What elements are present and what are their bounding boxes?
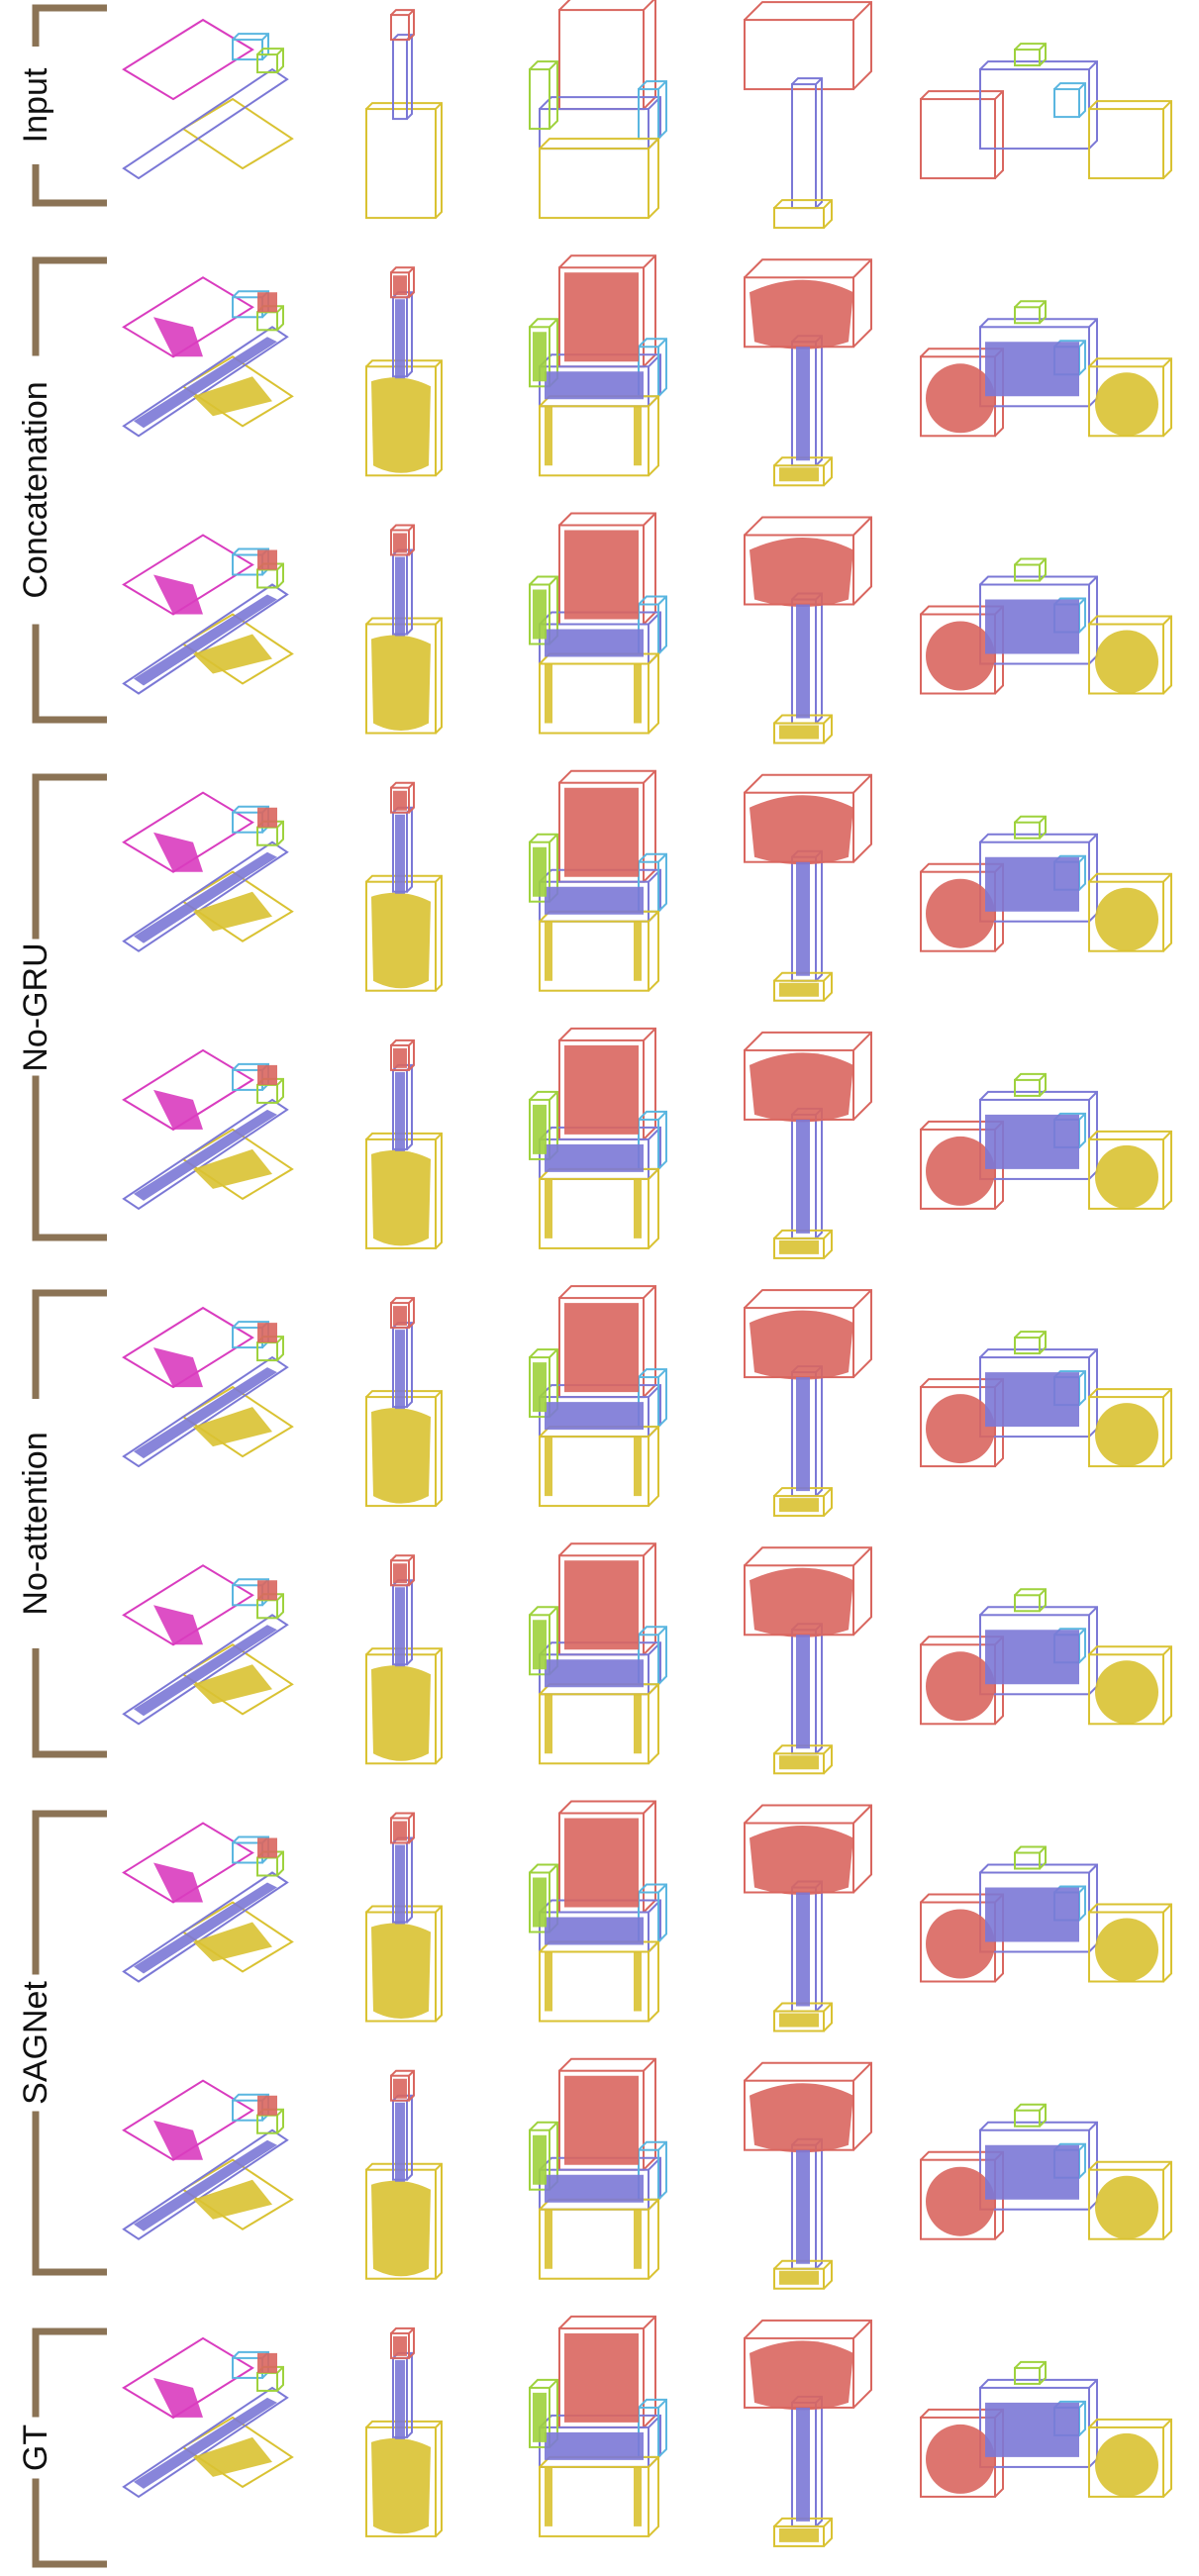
lamp-icon [744,516,872,744]
airplane-icon [122,18,294,180]
airplane-icon [122,276,294,438]
airplane-icon [122,1306,294,1468]
row-label: GT [17,2425,54,2471]
airplane-icon [122,791,294,952]
guitar-icon [365,1297,443,1508]
result-row [122,0,1172,230]
chair-icon [529,1542,667,1765]
row-group-sagnet [14,1810,107,2276]
lamp-icon [744,1546,872,1775]
motorbike-icon [920,2103,1172,2240]
lamp-icon [744,2319,872,2547]
guitar-icon [365,2069,443,2280]
chair-icon [529,2057,667,2280]
airplane-icon [122,1822,294,1983]
row-group-concatenation [14,256,107,724]
motorbike-icon [920,2360,1172,2498]
result-row [122,1285,1172,1518]
guitar-icon [365,524,443,735]
row-group-brackets [14,4,107,2568]
motorbike-icon [920,815,1172,952]
lamp-icon [744,1031,872,1259]
airplane-icon [122,1564,294,1726]
row-label: Concatenation [17,381,54,598]
row-group-no-attention [14,1289,107,1758]
guitar-icon [365,266,443,477]
row-group-no-gru [14,773,107,1241]
guitar-icon [365,9,443,220]
result-row [122,769,1172,1002]
chair-icon [529,1027,667,1249]
lamp-icon [744,2061,872,2290]
lamp-icon [744,773,872,1002]
row-label: Input [17,67,54,143]
chair-icon [529,1800,667,2023]
result-row [122,1027,1172,1259]
motorbike-icon [920,1588,1172,1726]
result-row [122,512,1172,744]
motorbike-icon [920,1845,1172,1983]
lamp-icon [744,1289,872,1518]
result-row [122,1542,1172,1775]
row-group-input [14,4,107,207]
motorbike-icon [920,1331,1172,1468]
row-group-gt [14,2328,107,2568]
motorbike-icon [920,300,1172,438]
result-row [122,2315,1172,2547]
guitar-icon [365,2327,443,2537]
result-row [122,2057,1172,2290]
chair-icon [529,0,667,220]
lamp-icon [744,1804,872,2032]
airplane-icon [122,2079,294,2240]
chair-icon [529,512,667,735]
row-label: No-GRU [17,942,54,1071]
result-grid [122,0,1172,2547]
airplane-icon [122,1048,294,1211]
guitar-icon [365,1039,443,1249]
guitar-icon [365,781,443,992]
airplane-icon [122,534,294,695]
motorbike-icon [920,43,1172,180]
result-row [122,254,1172,487]
airplane-icon [122,2336,294,2499]
chair-icon [529,2315,667,2537]
guitar-icon [365,1554,443,1765]
motorbike-icon [920,1072,1172,1210]
chair-icon [529,254,667,477]
motorbike-icon [920,557,1172,695]
guitar-icon [365,1812,443,2023]
result-row [122,1800,1172,2032]
chair-icon [529,769,667,992]
chair-icon [529,1285,667,1508]
row-label: SAGNet [17,1981,54,2105]
lamp-icon [744,1,872,230]
row-label: No-attention [17,1432,54,1615]
lamp-icon [744,258,872,487]
